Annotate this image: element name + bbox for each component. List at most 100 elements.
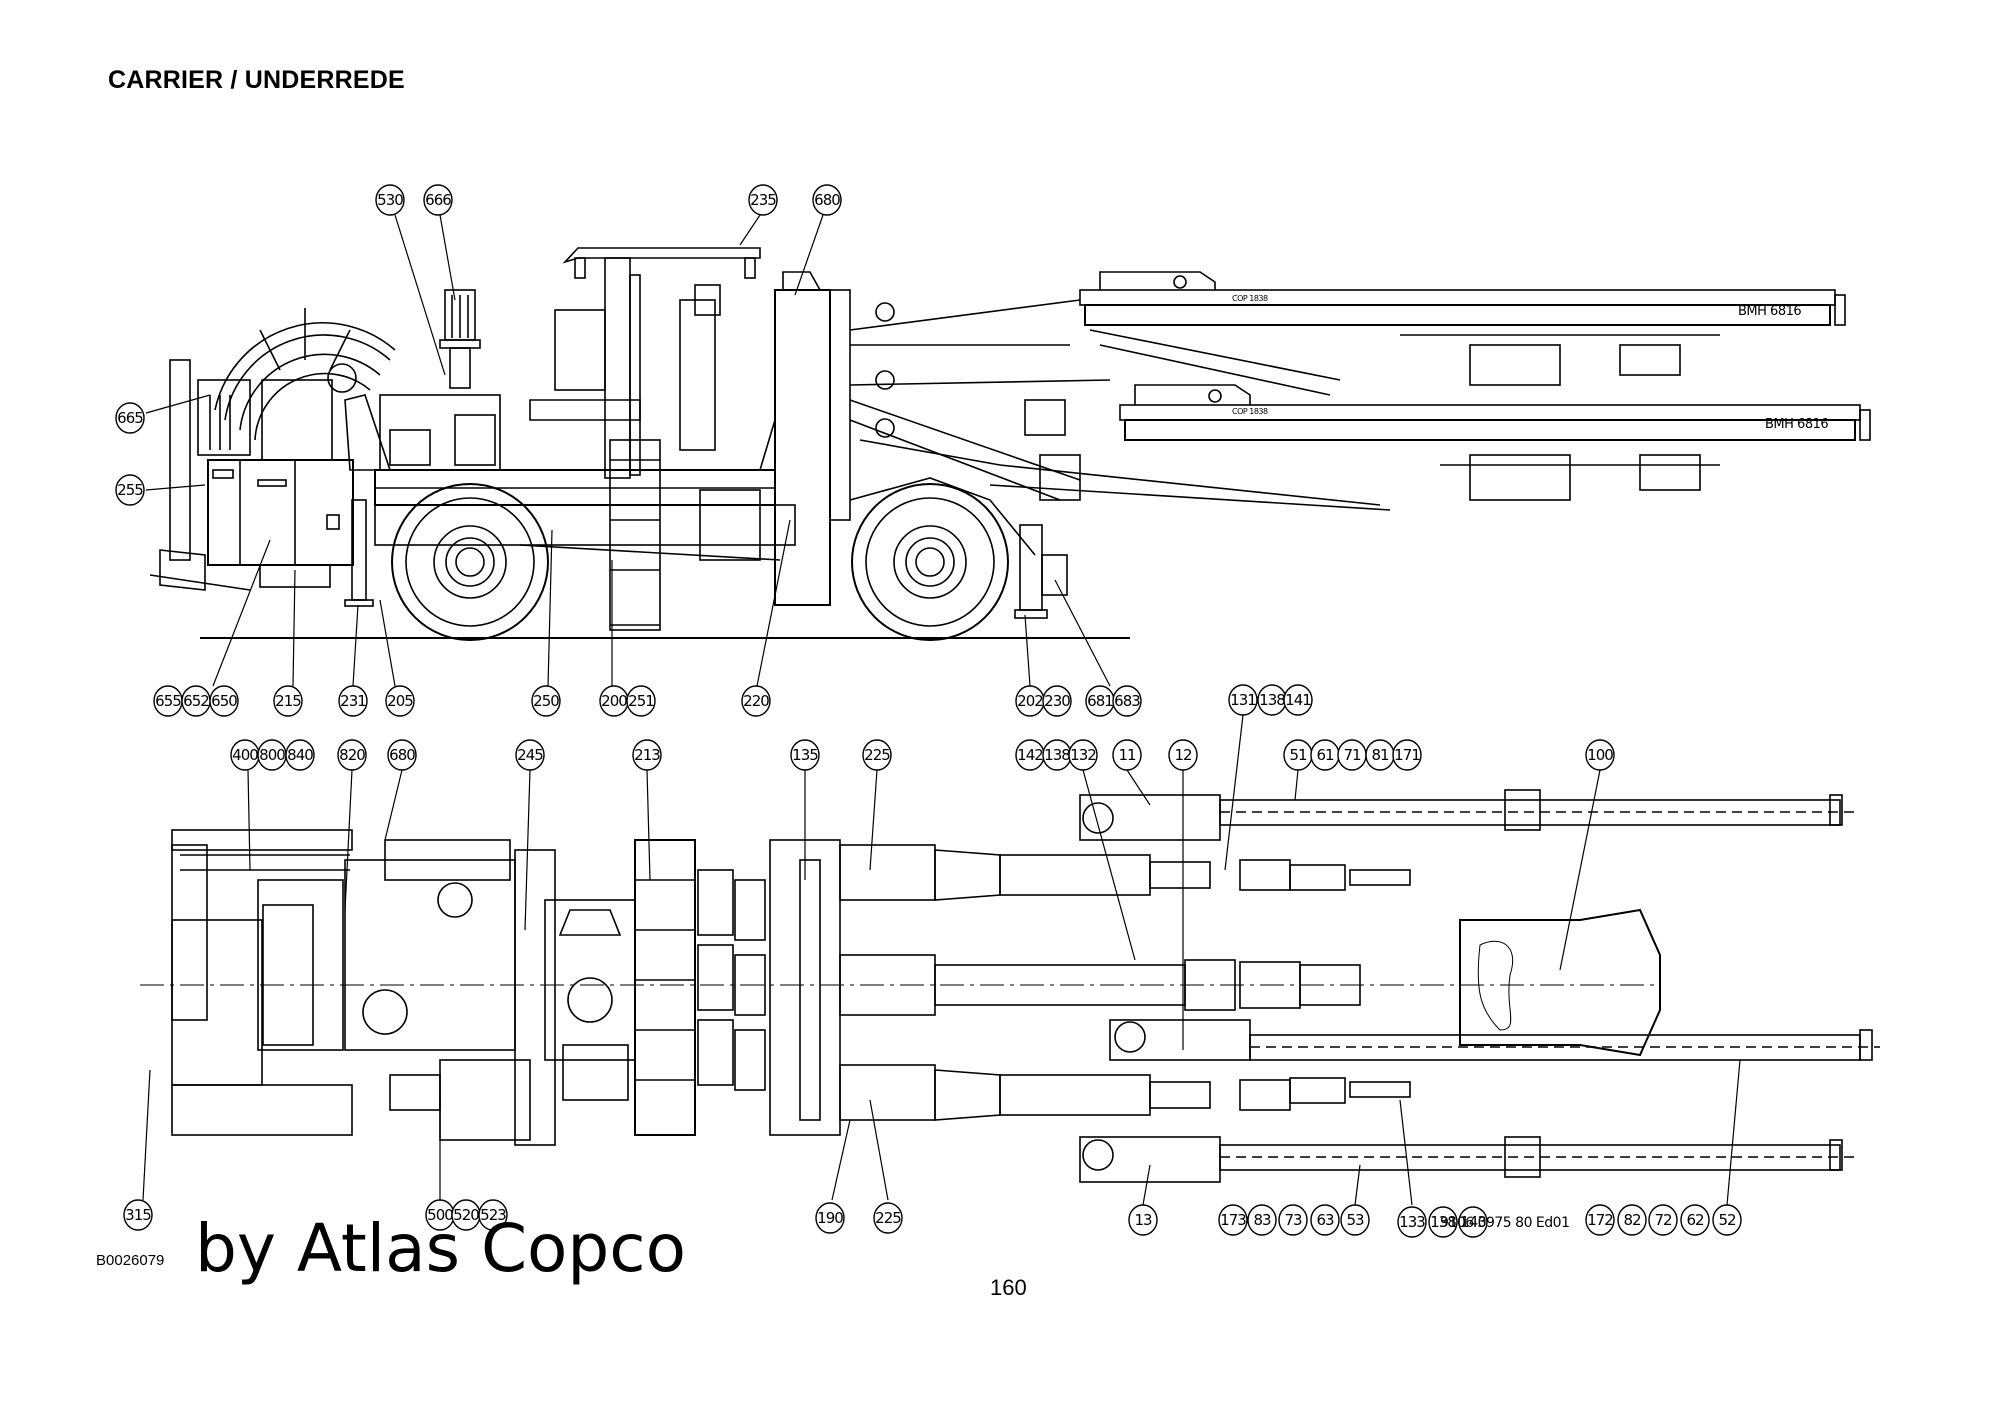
callout-bubble: 172 <box>1585 1204 1615 1236</box>
callout-circle <box>1218 1204 1248 1236</box>
callout-number: 131 <box>1230 691 1256 709</box>
valve-bank <box>634 839 696 1136</box>
callout-circle <box>115 402 145 434</box>
callout-number: 51 <box>1289 746 1307 764</box>
callout-bubble: 231 <box>338 685 368 717</box>
callout-number: 171 <box>1394 746 1420 764</box>
callout-number: 840 <box>287 746 313 764</box>
callout-number: 681 <box>1087 692 1113 710</box>
electrical-cabinet-top <box>257 879 344 1051</box>
callout-bubble: 650 <box>209 685 239 717</box>
callout-number: 135 <box>792 746 818 764</box>
callout-number: 215 <box>275 692 301 710</box>
callout-bubble: 202 <box>1015 685 1045 717</box>
callout-bubble: 12 <box>1168 739 1198 771</box>
callout-bubble: 143 <box>1458 1206 1488 1238</box>
callout-bubble: 225 <box>873 1202 903 1234</box>
callout-number: 315 <box>125 1206 151 1224</box>
engine-top <box>344 859 516 1051</box>
callout-bubble: 245 <box>515 739 545 771</box>
boom-right <box>839 1064 1411 1121</box>
callout-bubble: 315 <box>123 1199 153 1231</box>
callout-bubble: 681 <box>1085 685 1115 717</box>
callout-bubble: 62 <box>1680 1204 1710 1236</box>
callout-circle <box>515 739 545 771</box>
callout-bubble: 680 <box>812 184 842 216</box>
callout-number: 138 <box>1044 746 1070 764</box>
callout-bubble: 500 <box>425 1199 455 1231</box>
callout-number: 13 <box>1134 1211 1152 1229</box>
callout-number: 225 <box>875 1209 901 1227</box>
callout-circle <box>748 184 778 216</box>
callout-bubble: 400 <box>230 739 260 771</box>
side-view: BMH 6816 BMH 6816 COP 1838 COP 1838 <box>149 247 1871 641</box>
callout-bubble: 132 <box>1068 739 1098 771</box>
callout-circle <box>1042 685 1072 717</box>
figure-code: B0026079 <box>96 1252 165 1269</box>
callout-number: 650 <box>211 692 237 710</box>
callout-bubble: 52 <box>1712 1204 1742 1236</box>
callout-number: 680 <box>814 191 840 209</box>
electric-motor <box>197 379 251 456</box>
callout-bubble: 73 <box>1278 1204 1308 1236</box>
callout-bubble: 213 <box>632 739 662 771</box>
callout-circle <box>1458 1206 1488 1238</box>
callout-circle <box>873 1202 903 1234</box>
callout-bubble: 141 <box>1283 684 1313 716</box>
callout-number: 235 <box>750 191 776 209</box>
callout-number: 205 <box>387 692 413 710</box>
callout-number: 255 <box>117 481 143 499</box>
callout-number: 52 <box>1718 1211 1736 1229</box>
callout-bubble: 173 <box>1218 1204 1248 1236</box>
callout-circle <box>1278 1204 1308 1236</box>
callout-number: 652 <box>183 692 209 710</box>
watermark-text: by Atlas Copco <box>195 1210 686 1287</box>
callout-bubble: 81 <box>1365 739 1395 771</box>
callout-bubble: 250 <box>531 685 561 717</box>
document-code: 9106 0975 80 Ed01 <box>1440 1215 1570 1231</box>
callout-bubble: 72 <box>1648 1204 1678 1236</box>
callout-number: 73 <box>1284 1211 1302 1229</box>
feed-beam-plan-middle <box>1109 1019 1880 1061</box>
callout-number: 530 <box>377 191 403 209</box>
service-basket <box>1459 908 1661 1057</box>
callout-circle <box>273 685 303 717</box>
callout-number: 666 <box>425 191 451 209</box>
access-steps <box>609 439 661 631</box>
callout-bubble: 83 <box>1247 1204 1277 1236</box>
callout-number: 72 <box>1654 1211 1672 1229</box>
callout-bubble: 652 <box>181 685 211 717</box>
callout-bubble: 171 <box>1392 739 1422 771</box>
callout-number: 71 <box>1343 746 1361 764</box>
callout-circle <box>1340 1204 1370 1236</box>
callout-bubble: 131 <box>1228 684 1258 716</box>
feed-beam-upper <box>1079 271 1846 386</box>
callout-bubble: 138 <box>1428 1206 1458 1238</box>
callout-bubble: 255 <box>115 474 145 506</box>
feed-beam-plan-lower <box>1079 1136 1860 1183</box>
callout-number: 245 <box>517 746 543 764</box>
callout-circle <box>385 685 415 717</box>
callout-number: 138 <box>1430 1213 1456 1231</box>
callout-number: 82 <box>1623 1211 1641 1229</box>
feed-beam-lower <box>1119 384 1871 501</box>
callout-circle <box>478 1199 508 1231</box>
callout-circle <box>387 739 417 771</box>
callout-number: 680 <box>389 746 415 764</box>
callout-bubble: 135 <box>790 739 820 771</box>
callout-number: 665 <box>117 409 143 427</box>
callout-bubble: 190 <box>815 1202 845 1234</box>
leader-lines <box>142 214 1741 1206</box>
boom-center <box>839 954 1361 1016</box>
callout-number: 500 <box>427 1206 453 1224</box>
page-title: CARRIER / UNDERREDE <box>108 66 405 94</box>
callout-bubble: 100 <box>1585 739 1615 771</box>
callout-bubble: 225 <box>862 739 892 771</box>
callout-number: 683 <box>1114 692 1140 710</box>
callout-bubble: 11 <box>1112 739 1142 771</box>
callout-circle <box>1112 739 1142 771</box>
rear-wheel <box>391 483 549 641</box>
callout-number: 83 <box>1253 1211 1271 1229</box>
